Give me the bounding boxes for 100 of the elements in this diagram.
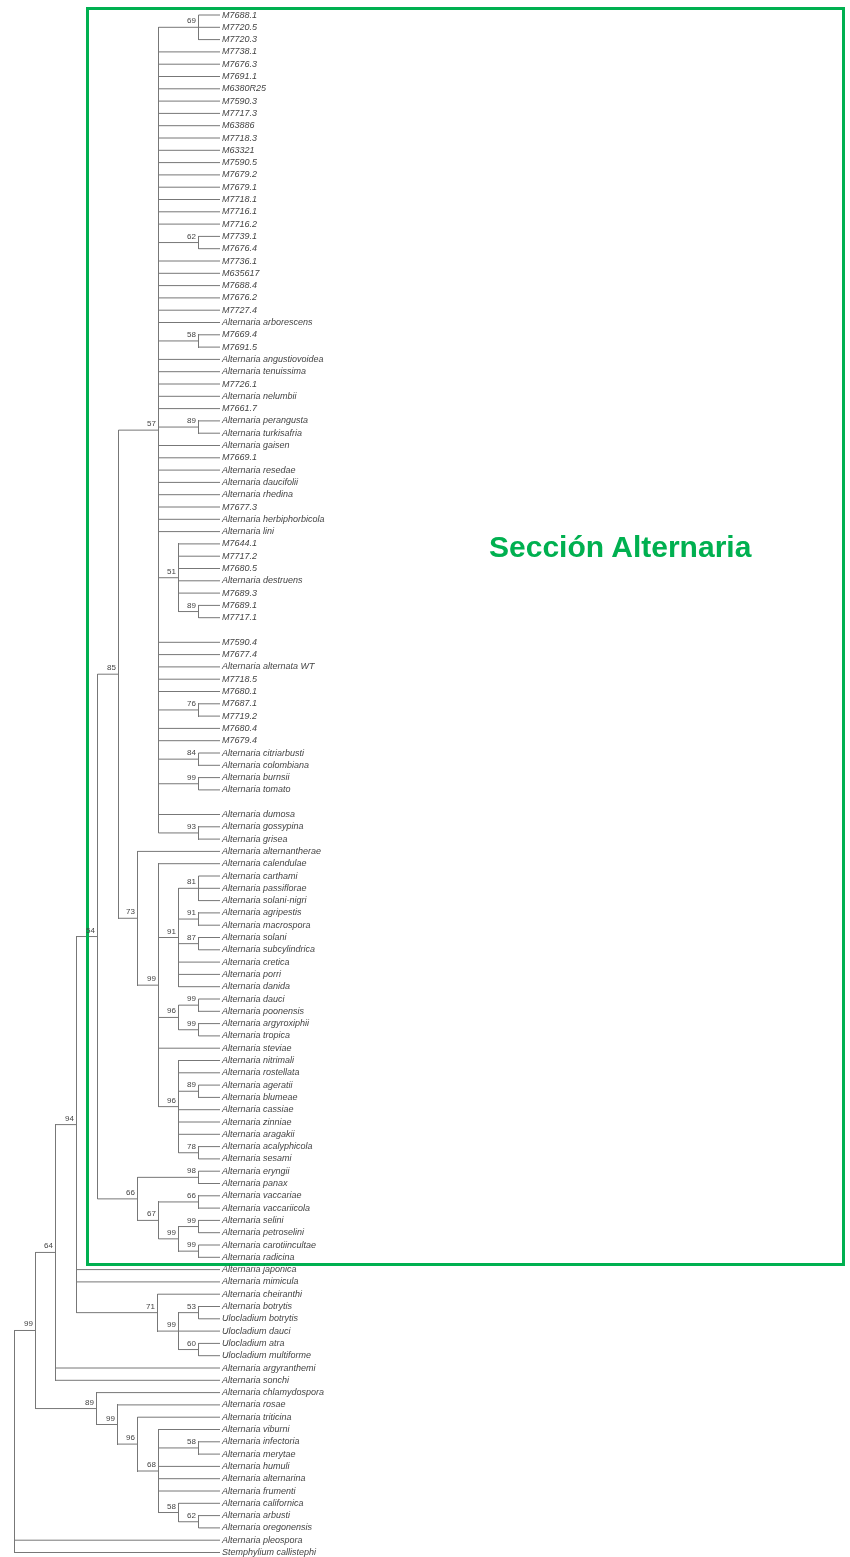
branch-line (158, 199, 221, 200)
branch-line (198, 432, 221, 434)
branch-line (178, 943, 199, 945)
taxon-label: M7689.1 (220, 599, 258, 611)
taxon-label: Alternaria acalyphicola (220, 1141, 313, 1153)
taxon-label: Ulocladium botrytis (220, 1313, 299, 1325)
branch-line (198, 838, 221, 840)
branch-line (198, 1355, 221, 1357)
bootstrap-value: 68 (146, 1461, 156, 1469)
taxon-label: M7676.2 (220, 292, 258, 304)
branch-line (198, 998, 221, 1000)
bootstrap-value: 87 (186, 933, 196, 942)
branch-line (137, 1470, 159, 1472)
branch-line (158, 112, 221, 114)
branch-line (198, 1219, 221, 1221)
taxon-label: M63321 (220, 144, 255, 156)
bootstrap-value: 58 (166, 1502, 176, 1511)
bootstrap-value: 81 (186, 878, 196, 887)
taxon-label: Alternaria botrytis (220, 1301, 293, 1312)
branch-line (76, 1312, 158, 1314)
branch-line (178, 887, 199, 889)
taxon-label: Alternaria eryngii (220, 1165, 290, 1177)
branch-line (158, 272, 221, 274)
bootstrap-value: 64 (43, 1242, 53, 1251)
taxon-label: Alternaria alternarina (220, 1473, 306, 1485)
taxon-label: M7590.4 (220, 636, 258, 648)
bootstrap-value: 78 (186, 1142, 196, 1151)
taxon-label: Stemphylium callistephi (220, 1547, 317, 1557)
branch-line (157, 1330, 179, 1332)
branch-line (158, 937, 179, 938)
branch-line (158, 654, 221, 656)
branch-line (158, 1016, 179, 1018)
bootstrap-value: 66 (125, 1188, 135, 1197)
taxon-label: M7716.2 (220, 218, 258, 230)
bootstrap-value: 89 (186, 601, 196, 610)
branch-line (178, 1152, 199, 1154)
taxon-label: Alternaria alternata WT (220, 661, 315, 673)
branch-line (158, 322, 221, 323)
branch-line (178, 1250, 199, 1252)
branch-line (158, 149, 221, 151)
taxon-label: Alternaria frumenti (220, 1485, 296, 1497)
taxon-label: Ulocladium atra (220, 1337, 285, 1349)
bootstrap-value: 99 (146, 975, 156, 984)
taxon-label: Alternaria oregonensis (220, 1522, 313, 1534)
branch-line (118, 429, 159, 431)
branch-line (35, 1251, 56, 1253)
branch-line (178, 1090, 199, 1092)
branch-line (158, 457, 221, 459)
branch-line (198, 949, 221, 951)
taxon-label: M7679.2 (220, 169, 258, 181)
branch-line (178, 1521, 199, 1523)
taxon-label: Alternaria tropica (220, 1030, 291, 1042)
taxon-label: Alternaria agripestis (220, 907, 302, 919)
taxon-label: Alternaria infectoria (220, 1436, 300, 1448)
branch-line (158, 223, 221, 225)
bootstrap-value: 89 (186, 417, 196, 426)
branch-line (178, 1312, 199, 1314)
taxon-label: Alternaria rhedina (220, 489, 294, 501)
branch-line (158, 242, 199, 244)
taxon-label: Alternaria macrospora (220, 919, 311, 931)
taxon-label: Alternaria angustiovoidea (220, 353, 324, 365)
branch-line (158, 783, 199, 785)
branch-line (137, 1219, 159, 1221)
branch-line (97, 1198, 138, 1200)
bootstrap-value: 93 (186, 822, 196, 831)
taxon-label: Alternaria chlamydospora (220, 1387, 325, 1399)
taxon-label: M7680.1 (220, 686, 258, 697)
taxon-label: Alternaria californica (220, 1497, 304, 1509)
branch-line (76, 936, 98, 938)
taxon-label: Alternaria tenuissima (220, 366, 307, 378)
taxon-label: Alternaria carotiincultae (220, 1239, 317, 1251)
branch-line (158, 1465, 221, 1467)
bootstrap-value: 99 (186, 773, 196, 782)
branch-line (178, 1004, 199, 1006)
taxon-label: Alternaria carthami (220, 870, 298, 882)
taxon-label: Alternaria passiflorae (220, 882, 307, 894)
branch-line (14, 1552, 221, 1553)
branch-line (55, 1367, 221, 1369)
branch-line (55, 1124, 77, 1126)
branch-line (178, 1226, 199, 1228)
bootstrap-value: 84 (186, 749, 196, 758)
taxon-label: Alternaria mimicula (220, 1276, 299, 1288)
bootstrap-value: 51 (166, 567, 176, 576)
bootstrap-value: 96 (166, 1007, 176, 1016)
bootstrap-value: 53 (186, 1302, 196, 1311)
branch-line (158, 1047, 221, 1049)
taxon-label: M7717.2 (220, 550, 258, 562)
taxon-label: M7736.1 (220, 255, 258, 267)
bootstrap-value: 94 (64, 1114, 74, 1123)
taxon-label: Alternaria vaccariae (220, 1190, 302, 1202)
taxon-label: M6380R25 (220, 83, 267, 95)
branch-line (178, 543, 221, 545)
bootstrap-value: 99 (23, 1320, 33, 1329)
taxon-label: Alternaria lini (220, 526, 275, 538)
taxon-label: Ulocladium dauci (220, 1325, 291, 1337)
taxon-label: Alternaria citriarbusti (220, 747, 305, 759)
branch-line (178, 1502, 221, 1504)
branch-line (198, 715, 221, 717)
bootstrap-value: 60 (186, 1339, 196, 1348)
branch-line (198, 777, 221, 779)
